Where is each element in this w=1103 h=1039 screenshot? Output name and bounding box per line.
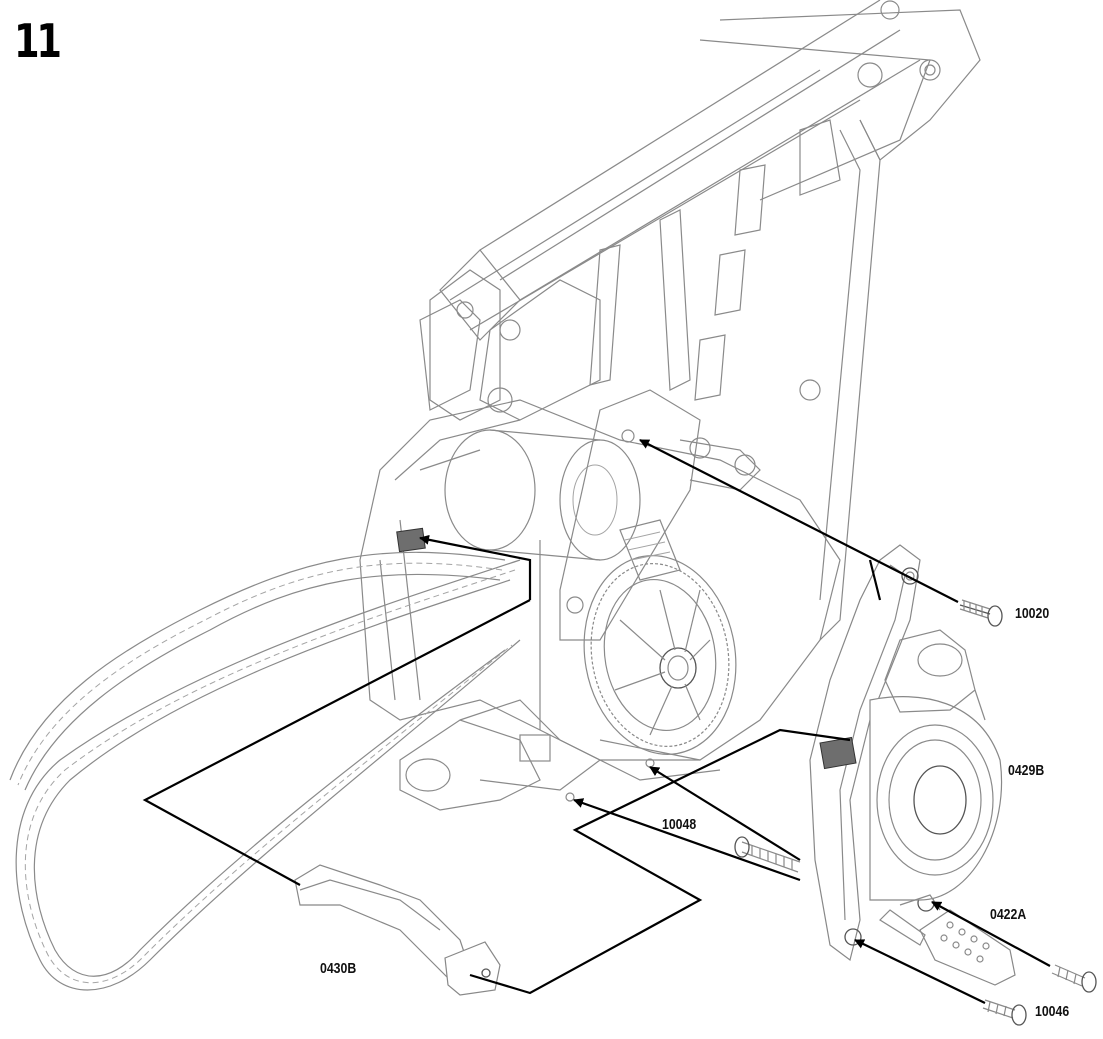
frame [419, 0, 981, 641]
lower-bracket [399, 699, 655, 811]
upright-plate [559, 389, 761, 641]
screw-0422A [1051, 964, 1097, 993]
callout-10020: 10020 [1015, 605, 1050, 622]
lead-lines [142, 559, 882, 995]
callout-0422A: 0422A [990, 906, 1027, 923]
outer-cover-0429B [809, 544, 1003, 962]
drive-chain [9, 551, 521, 991]
callout-0429B: 0429B [1008, 762, 1045, 779]
step-number: 11 [14, 14, 62, 68]
callout-10048: 10048 [662, 816, 697, 833]
screw-10020 [959, 599, 1003, 627]
side-plate [359, 399, 841, 781]
screw-10046 [982, 999, 1027, 1026]
callout-10046: 10046 [1035, 1003, 1070, 1020]
spur-gear [583, 519, 737, 755]
chain-guide-0430B [294, 864, 501, 996]
bolt-10048 [734, 836, 801, 873]
motor [444, 429, 641, 561]
footpeg-0422A [879, 894, 1016, 986]
callout-0430B: 0430B [320, 960, 357, 977]
